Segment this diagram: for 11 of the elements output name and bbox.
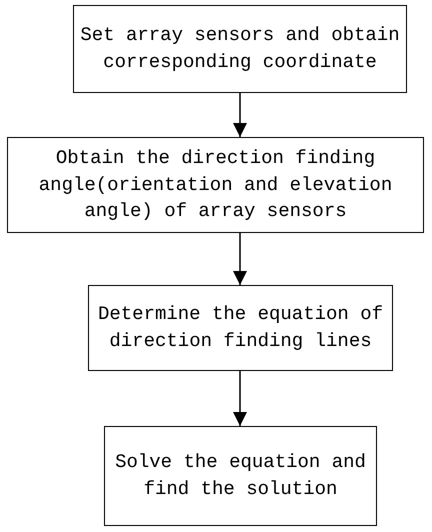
process-box [7, 137, 424, 233]
box-text: Set array sensors and obtain corresponding coordinate [79, 23, 401, 75]
process-box [88, 285, 393, 371]
process-box [104, 426, 377, 526]
box-text: Solve the equation and find the solution [114, 450, 367, 502]
arrow [233, 371, 247, 426]
box-text: Determine the equation of direction finding lines [96, 302, 384, 354]
arrow [233, 93, 247, 137]
process-box [73, 5, 407, 93]
arrow [233, 233, 247, 285]
box-text: Obtain the direction finding angle(orientation and elevation angle) of array sensors [38, 146, 394, 224]
